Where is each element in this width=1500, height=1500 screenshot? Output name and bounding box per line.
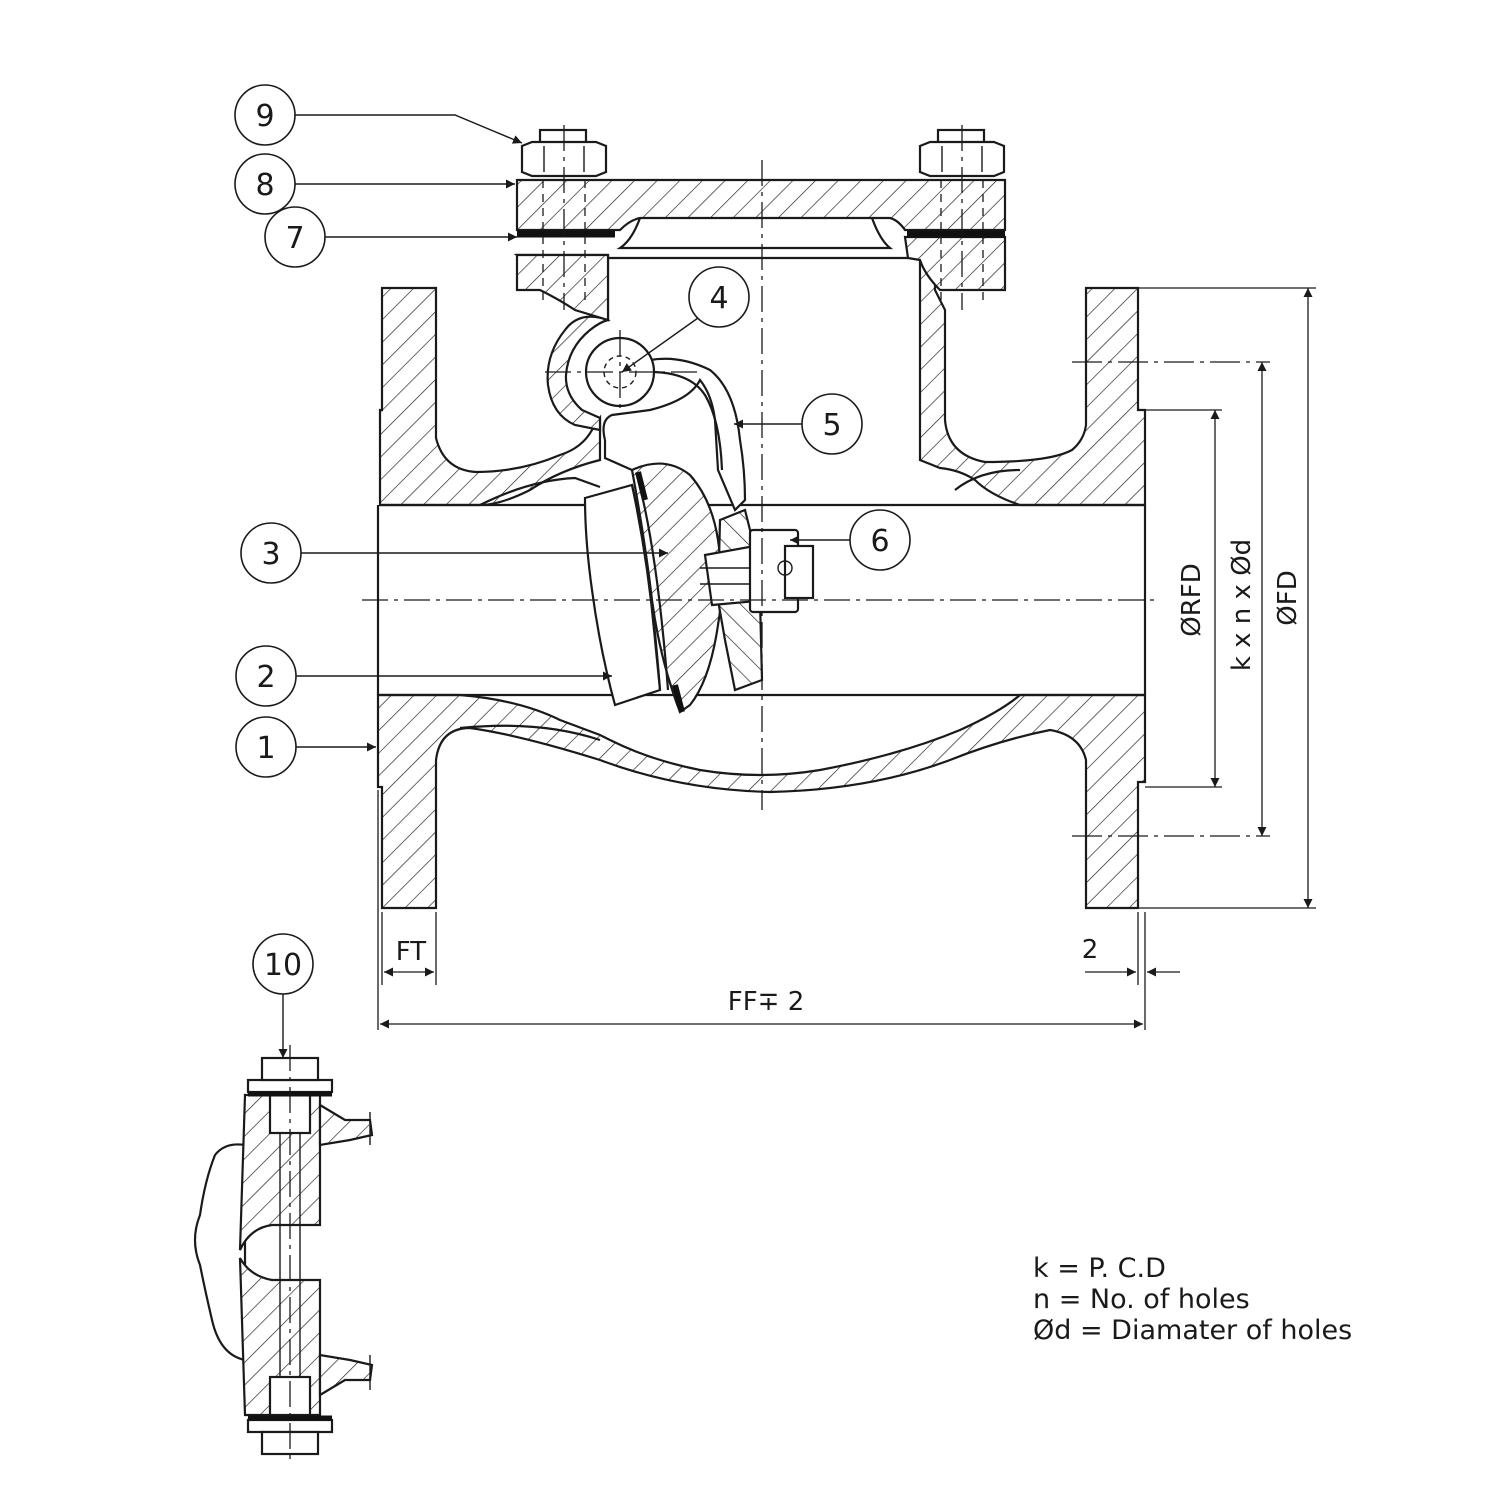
detail-10-view (193, 1045, 374, 1465)
svg-text:2: 2 (256, 660, 275, 695)
legend-line-pcd: k = P. C.D (1033, 1253, 1166, 1284)
svg-text:4: 4 (709, 281, 728, 316)
svg-text:10: 10 (264, 948, 302, 983)
balloon-2: 2 (235, 645, 612, 707)
right-flange-refs (1072, 287, 1316, 909)
svg-text:9: 9 (255, 99, 274, 134)
balloon-7: 7 (264, 206, 517, 268)
balloon-3: 3 (240, 522, 668, 584)
balloon-9: 9 (234, 84, 523, 146)
dim-raised-face-height (1085, 912, 1180, 1030)
legend-line-diameter: Ød = Diamater of holes (1033, 1315, 1352, 1346)
face-to-face-label: FF∓ 2 (728, 987, 805, 1017)
balloon-6: 6 (790, 509, 911, 571)
legend-line-holes: n = No. of holes (1033, 1284, 1250, 1315)
bolt-circle-label: k x n x Ød (1227, 539, 1257, 671)
cover-studs (520, 125, 1006, 310)
legend: k = P. C.D n = No. of holes Ød = Diamate… (1033, 1253, 1352, 1346)
svg-text:5: 5 (822, 408, 841, 443)
centre-lines (362, 160, 1160, 810)
dim-flange-thickness (381, 912, 437, 985)
svg-text:8: 8 (255, 168, 274, 203)
balloon-1: 1 (235, 716, 376, 778)
svg-text:3: 3 (261, 537, 280, 572)
balloon-5: 5 (734, 393, 863, 455)
cover (515, 178, 1007, 292)
flange-thickness-label: FT (396, 937, 426, 967)
balloon-10: 10 (252, 933, 314, 1058)
svg-text:6: 6 (870, 524, 889, 559)
balloon-8: 8 (234, 153, 515, 215)
svg-text:7: 7 (285, 221, 304, 256)
raised-face-diameter-label: ØRFD (1177, 563, 1207, 637)
flange-diameter-label: ØFD (1273, 570, 1303, 625)
dim-face-to-face (377, 790, 1143, 1030)
balloon-4: 4 (621, 266, 750, 373)
raised-face-height-label: 2 (1082, 935, 1099, 965)
svg-text:1: 1 (256, 731, 275, 766)
